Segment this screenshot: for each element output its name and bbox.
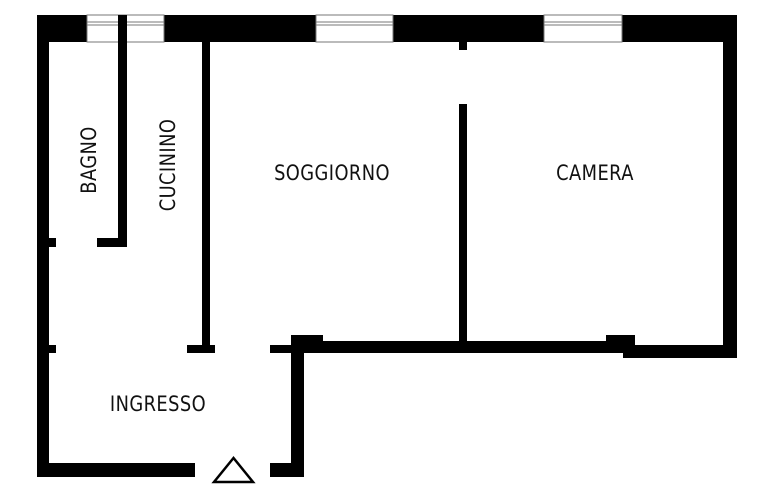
- room-label-cucinino: CUCININO: [156, 119, 181, 212]
- wall-ingresso-right: [291, 335, 304, 477]
- window-camera: [543, 14, 623, 43]
- room-label-bagno: BAGNO: [77, 126, 102, 193]
- wall-left-stub-1: [49, 238, 56, 247]
- wall-cucinino: [202, 42, 210, 353]
- wall-bottom: [37, 463, 195, 477]
- wall-camera-bottom: [623, 345, 737, 358]
- wall-partition: [459, 104, 467, 342]
- wall-bagno: [118, 15, 127, 247]
- wall-cucinino-foot: [187, 345, 215, 353]
- window-soggiorno: [315, 14, 394, 43]
- wall-right: [723, 15, 737, 358]
- wall-living-bottom: [304, 341, 635, 353]
- room-label-soggiorno: SOGGIORNO: [274, 161, 390, 186]
- wall-partition-stub: [459, 42, 467, 50]
- wall-left-stub-2: [49, 345, 56, 353]
- room-label-ingresso: INGRESSO: [110, 392, 206, 417]
- wall-left: [37, 15, 49, 477]
- wall-top-middle: [164, 15, 316, 42]
- wall-top-right: [622, 15, 737, 42]
- wall-ingresso-stub: [270, 345, 291, 353]
- room-label-camera: CAMERA: [556, 161, 634, 186]
- wall-bagno-foot: [97, 238, 127, 247]
- wall-top-center: [393, 15, 544, 42]
- triangle-entrance-icon: [211, 456, 256, 484]
